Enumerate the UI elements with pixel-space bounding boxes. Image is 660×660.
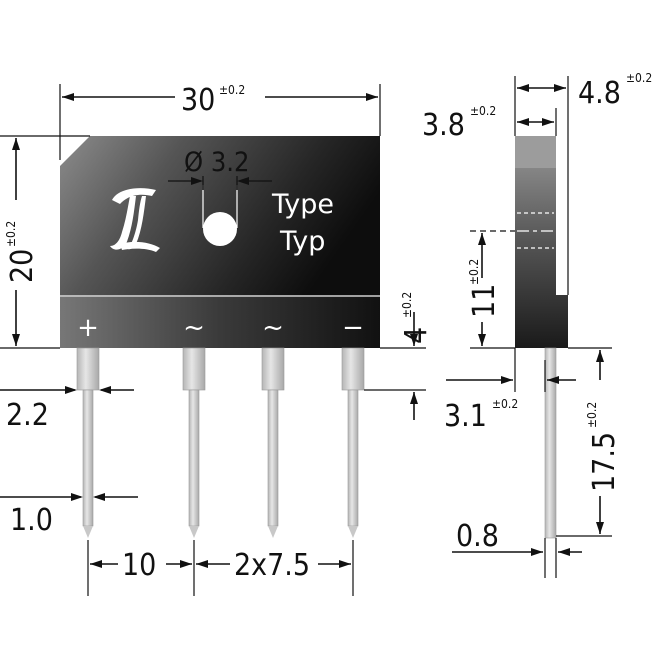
type-label-de: Typ [279, 226, 325, 257]
dim-total-thickness-value: 4.8 [578, 76, 621, 111]
dim-pitch: 10 2x7.5 [87, 540, 354, 596]
pin-1 [76, 347, 100, 538]
dim-shoulder-value: 2.2 [6, 398, 49, 433]
side-lead [544, 347, 557, 539]
dim-standoff: 4 ±0.2 [364, 292, 434, 420]
side-view: 4.8 ±0.2 3.8 ±0.2 11 ±0.2 [422, 71, 652, 578]
dim-hole: Ø 3.2 [168, 147, 272, 190]
dim-lead-offset: 3.1 ±0.2 [444, 348, 576, 434]
dim-hole-height-value: 11 [467, 284, 502, 318]
dim-top-thickness: 3.8 ±0.2 [422, 104, 557, 143]
pin-4 [341, 347, 365, 538]
dim-lead-thickness: 0.8 [452, 519, 582, 578]
dim-lead-length: 17.5 ±0.2 [556, 347, 622, 537]
dim-lead-thickness-value: 0.8 [456, 519, 499, 554]
dim-hole-value: Ø 3.2 [184, 147, 249, 178]
dim-height: 20 ±0.2 [0, 135, 90, 349]
pin-2 [182, 347, 206, 538]
dim-height-value: 20 [5, 249, 40, 283]
manufacturer-logo [110, 188, 160, 252]
dim-shoulder: 2.2 [0, 386, 134, 433]
pin-3 [261, 347, 285, 538]
dim-lead-length-tol: ±0.2 [585, 402, 599, 428]
dim-pitch-first-value: 10 [122, 548, 156, 583]
dim-standoff-value: 4 [399, 327, 434, 344]
pin-mark-ac1: ~ [183, 313, 205, 343]
dim-standoff-tol: ±0.2 [400, 292, 414, 318]
mounting-hole [203, 212, 237, 246]
dim-hole-height-tol: ±0.2 [467, 259, 481, 285]
dim-lead-offset-tol: ±0.2 [492, 397, 518, 411]
dim-total-thickness: 4.8 ±0.2 [514, 71, 652, 295]
type-label-en: Type [271, 189, 334, 220]
pin-mark-minus: − [342, 313, 364, 343]
dim-width: 30 ±0.2 [59, 80, 381, 160]
dim-width-tol: ±0.2 [219, 83, 245, 97]
dim-hole-height: 11 ±0.2 [467, 230, 515, 349]
dim-top-thickness-tol: ±0.2 [470, 104, 496, 118]
dim-width-value: 30 [181, 83, 215, 118]
side-body [515, 136, 568, 348]
dim-total-thickness-tol: ±0.2 [626, 71, 652, 85]
dim-pin-width-value: 1.0 [10, 503, 53, 538]
rectifier-base-strip [60, 295, 380, 348]
dim-pitch-rest-value: 2x7.5 [234, 548, 310, 583]
pin-mark-plus: + [77, 313, 99, 343]
dim-top-thickness-value: 3.8 [422, 108, 465, 143]
pin-mark-ac2: ~ [262, 313, 284, 343]
dim-height-tol: ±0.2 [4, 221, 18, 247]
dim-lead-offset-value: 3.1 [444, 399, 487, 434]
dim-pin-width: 1.0 [0, 493, 138, 538]
dim-lead-length-value: 17.5 [587, 432, 622, 492]
front-view: Type Typ + ~ ~ − [0, 80, 434, 596]
